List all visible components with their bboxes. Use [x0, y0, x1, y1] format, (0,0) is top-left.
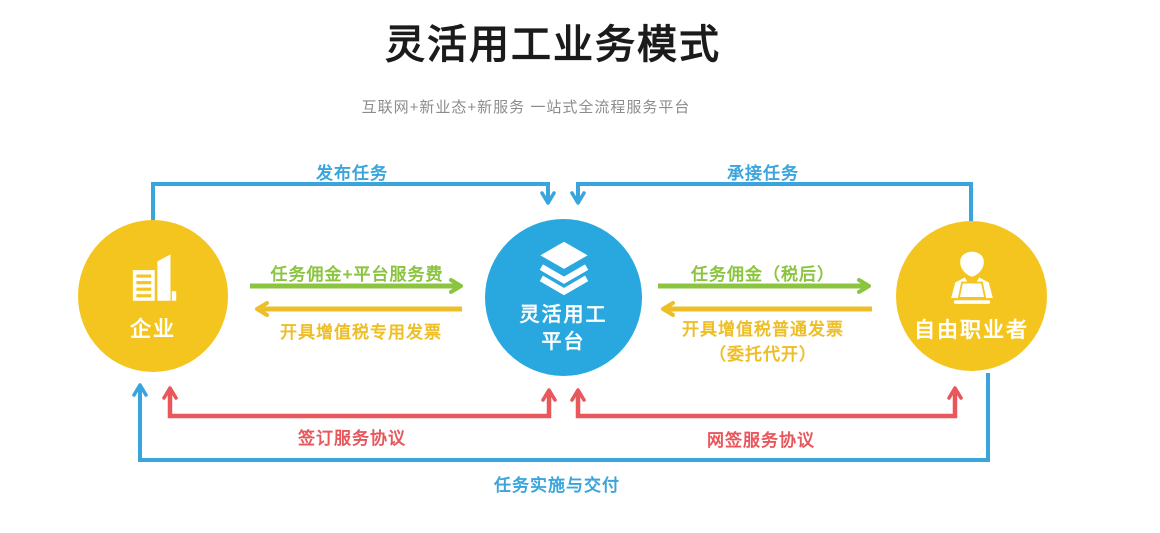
accept-task-label: 承接任务 — [727, 164, 799, 183]
freelancer-label: 自由职业者 — [914, 318, 1029, 342]
platform-label-line2: 平台 — [541, 331, 586, 353]
freelancer-node: 自由职业者 — [896, 221, 1047, 371]
platform-label-line1: 灵活用工 — [519, 304, 608, 326]
esign-agreement-arrow — [570, 386, 963, 419]
publish-task-arrow — [151, 182, 556, 221]
invoice-general-label-line1: 开具增值税普通发票 — [682, 320, 844, 339]
accept-task-arrow — [570, 182, 973, 221]
sign-agreement-label: 签订服务协议 — [298, 429, 406, 448]
platform-label: 灵活用工 平台 — [520, 302, 608, 356]
enterprise-node: 企业 — [78, 220, 228, 372]
esign-agreement-label: 网签服务协议 — [707, 431, 815, 450]
commission-platform-label: 任务佣金+平台服务费 — [270, 265, 444, 284]
invoice-general-label: 开具增值税普通发票 （委托代开） — [682, 318, 844, 367]
page-title: 灵活用工业务模式 — [385, 23, 721, 67]
freelancer-icon — [950, 251, 993, 304]
publish-task-label: 发布任务 — [316, 164, 388, 183]
delivery-arrow — [132, 373, 990, 462]
invoice-general-label-line2: （委托代开） — [709, 344, 817, 364]
enterprise-label: 企业 — [130, 317, 176, 341]
delivery-label: 任务实施与交付 — [494, 476, 620, 495]
commission-freelancer-label: 任务佣金（税后） — [691, 265, 835, 284]
page-subtitle: 互联网+新业态+新服务 一站式全流程服务平台 — [361, 99, 691, 116]
layers-icon — [539, 241, 588, 296]
platform-node: 灵活用工 平台 — [485, 219, 642, 376]
building-icon — [132, 253, 177, 301]
invoice-special-label: 开具增值税专用发票 — [280, 323, 442, 342]
sign-agreement-arrow — [162, 386, 557, 419]
